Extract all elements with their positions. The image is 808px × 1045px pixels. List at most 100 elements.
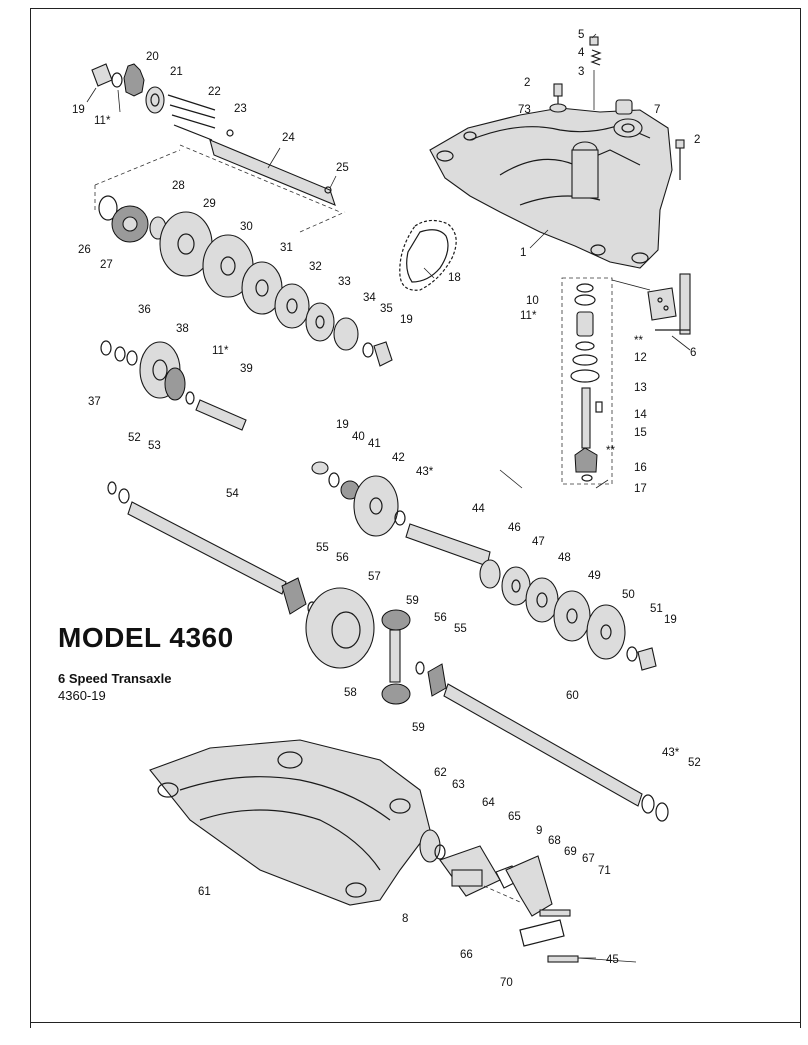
callout-19: 19 — [400, 314, 413, 326]
callout-12: 12 — [634, 352, 647, 364]
callout-leaders — [86, 33, 691, 963]
callout-69: 69 — [564, 846, 577, 858]
callout-33: 33 — [338, 276, 351, 288]
callout-48: 48 — [558, 552, 571, 564]
callout-39: 39 — [240, 363, 253, 375]
callout-56: 56 — [434, 612, 447, 624]
callout-52: 52 — [688, 757, 701, 769]
callout-11: 11* — [212, 345, 229, 357]
reverse-idler-assembly — [100, 340, 247, 431]
callout-34: 34 — [363, 292, 376, 304]
callout-22: 22 — [208, 86, 221, 98]
callout-63: 63 — [452, 779, 465, 791]
shift-lever-assembly — [647, 273, 691, 335]
frame-top-border — [30, 8, 800, 9]
callout-18: 18 — [448, 272, 461, 284]
callout-2: 2 — [524, 77, 530, 89]
callout-59: 59 — [412, 722, 425, 734]
callout-21: 21 — [170, 66, 183, 78]
callout-51: 51 — [650, 603, 663, 615]
callout-19: 19 — [72, 104, 85, 116]
callout-23: 23 — [234, 103, 247, 115]
callout-66: 66 — [460, 949, 473, 961]
callout-46: 46 — [508, 522, 521, 534]
callout-27: 27 — [100, 259, 113, 271]
callout-40: 40 — [352, 431, 365, 443]
callout-60: 60 — [566, 690, 579, 702]
frame-bottom-border — [30, 1022, 801, 1023]
upper-case-housing — [429, 107, 673, 269]
callout-31: 31 — [280, 242, 293, 254]
callout-3: 3 — [578, 66, 584, 78]
model-title: MODEL 4360 — [58, 622, 234, 653]
callout-58: 58 — [344, 687, 357, 699]
callout-19: 19 — [336, 419, 349, 431]
callout-8: 8 — [402, 913, 408, 925]
callout-30: 30 — [240, 221, 253, 233]
callout-56: 56 — [336, 552, 349, 564]
upper-shaft-assembly — [91, 63, 346, 233]
callout-29: 29 — [203, 198, 216, 210]
callout-36: 36 — [138, 304, 151, 316]
frame-left-border — [30, 8, 31, 1028]
callout-54: 54 — [226, 488, 239, 500]
callout-labels: 5 4 3 2 73 7 2 1 20 21 19 11* 22 23 24 2… — [72, 29, 701, 989]
callout-11: 11* — [520, 310, 537, 322]
callout-47: 47 — [532, 536, 545, 548]
callout-double-star-2: ** — [606, 445, 615, 457]
callout-11: 11* — [94, 115, 111, 127]
shift-detent-parts — [549, 36, 685, 180]
callout-59: 59 — [406, 595, 419, 607]
callout-19: 19 — [664, 614, 677, 626]
callout-50: 50 — [622, 589, 635, 601]
callout-double-star-1: ** — [634, 335, 643, 347]
callout-57: 57 — [368, 571, 381, 583]
callout-68: 68 — [548, 835, 561, 847]
callout-38: 38 — [176, 323, 189, 335]
callout-1: 1 — [520, 247, 526, 259]
callout-70: 70 — [500, 977, 513, 989]
callout-64: 64 — [482, 797, 495, 809]
callout-67: 67 — [582, 853, 595, 865]
callout-49: 49 — [588, 570, 601, 582]
callout-52: 52 — [128, 432, 141, 444]
callout-20: 20 — [146, 51, 159, 63]
callout-45: 45 — [606, 954, 619, 966]
callout-44: 44 — [472, 503, 485, 515]
callout-13: 13 — [634, 382, 647, 394]
lower-case-housing — [149, 739, 431, 906]
callout-55: 55 — [316, 542, 329, 554]
callout-71: 71 — [598, 865, 611, 877]
callout-61: 61 — [198, 886, 211, 898]
countershaft-assembly — [311, 461, 657, 671]
callout-28: 28 — [172, 180, 185, 192]
callout-4: 4 — [578, 47, 585, 59]
frame-right-border — [800, 8, 801, 1028]
callout-53: 53 — [148, 440, 161, 452]
callout-17: 17 — [634, 483, 647, 495]
diagram-code: 4360-19 — [58, 688, 106, 703]
callout-43: 43* — [662, 747, 680, 759]
callout-10: 10 — [526, 295, 539, 307]
callout-26: 26 — [78, 244, 91, 256]
callout-16: 16 — [634, 462, 647, 474]
callout-41: 41 — [368, 438, 381, 450]
callout-7: 7 — [654, 104, 660, 116]
callout-2: 2 — [694, 134, 700, 146]
callout-65: 65 — [508, 811, 521, 823]
callout-24: 24 — [282, 132, 295, 144]
callout-15: 15 — [634, 427, 647, 439]
callout-37: 37 — [88, 396, 101, 408]
callout-32: 32 — [309, 261, 322, 273]
shifter-stack — [561, 277, 651, 485]
drive-chain — [399, 219, 457, 291]
callout-9: 9 — [536, 825, 542, 837]
callout-62: 62 — [434, 767, 447, 779]
brake-assembly — [419, 829, 596, 963]
callout-25: 25 — [336, 162, 349, 174]
callout-55: 55 — [454, 623, 467, 635]
callout-6: 6 — [690, 347, 696, 359]
callout-43: 43* — [416, 466, 434, 478]
